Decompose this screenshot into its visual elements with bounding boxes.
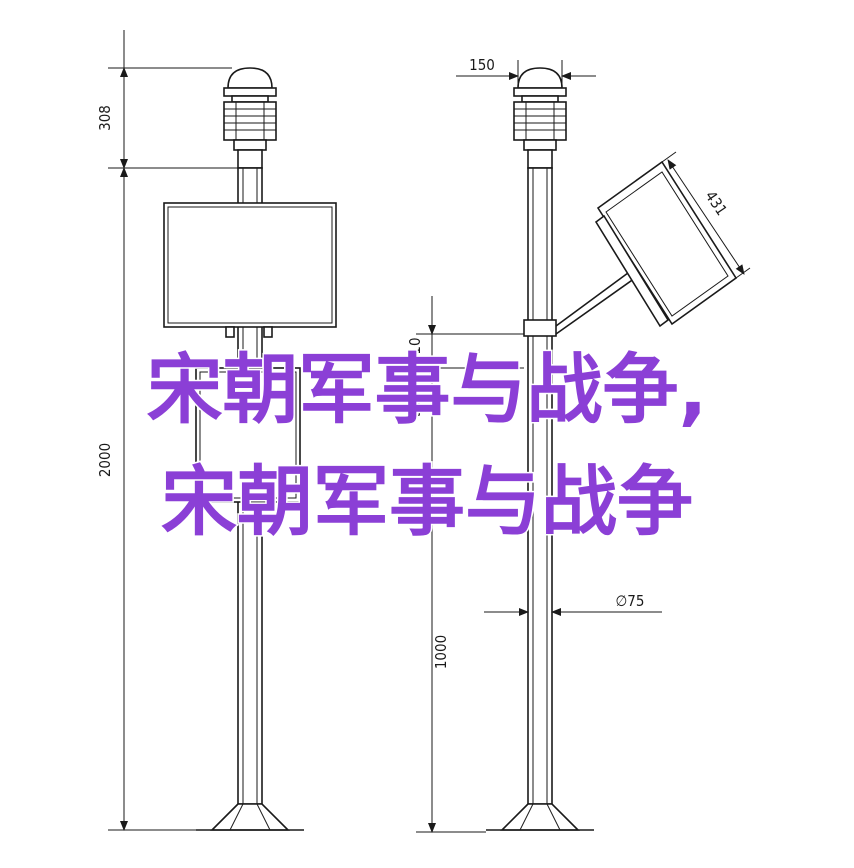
overlay-title-line-1: 宋朝军事与战争, — [145, 345, 709, 434]
right-sensor — [513, 67, 567, 169]
overlay-title-line-2: 宋朝军事与战争 — [160, 457, 695, 546]
dim-right-mid: 390 — [406, 391, 424, 417]
right-clamp — [523, 319, 557, 337]
dim-left-height: 2000 — [96, 443, 114, 477]
left-control-box — [195, 367, 301, 503]
left-solar-panel — [163, 202, 337, 338]
left-pole-assembly — [108, 30, 337, 831]
dim-right-panel: 431 — [701, 187, 730, 218]
right-pole-assembly — [416, 60, 751, 833]
right-base — [500, 803, 580, 831]
dim-right-bottom: 1000 — [432, 635, 450, 669]
left-sensor — [223, 67, 277, 169]
dim-right-small: 10 — [406, 337, 424, 354]
right-solar-panel — [594, 160, 738, 328]
right-pole — [527, 167, 553, 805]
dim-right-sensor-width: 150 — [469, 56, 495, 74]
left-base — [210, 803, 290, 831]
dim-right-pole-diameter: ∅75 — [616, 592, 645, 610]
dim-left-top: 308 — [96, 105, 114, 131]
